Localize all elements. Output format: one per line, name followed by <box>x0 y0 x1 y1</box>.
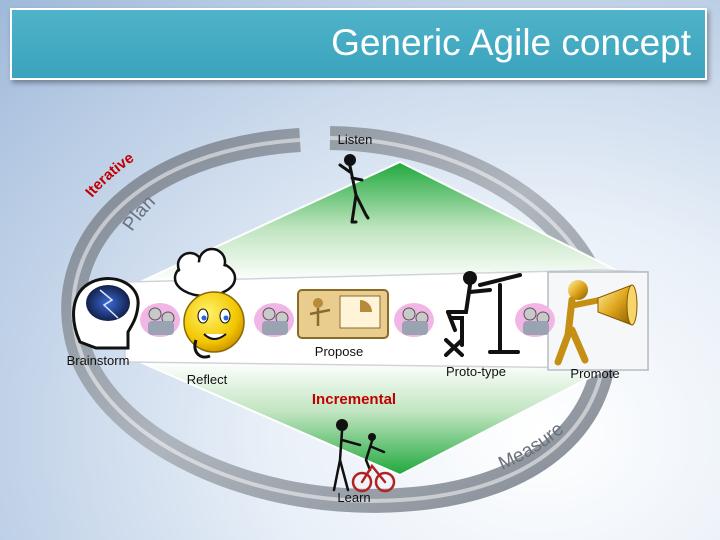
learn-bicycle-icon <box>332 419 396 493</box>
reflect-smiley-icon <box>173 247 245 359</box>
pair-icon <box>140 303 180 337</box>
stage-label-promote: Promote <box>570 366 619 381</box>
stage-label-brainstorm: Brainstorm <box>67 353 130 368</box>
slide-title: Generic Agile concept <box>331 22 691 63</box>
listen-figure-icon <box>338 154 370 224</box>
title-bar: Generic Agile concept <box>10 8 707 80</box>
promote-megaphone-icon <box>554 280 638 366</box>
prototype-drafting-icon <box>444 271 522 357</box>
pair-icon <box>394 303 434 337</box>
brainstorm-head-icon <box>72 277 140 350</box>
pair-icon <box>515 303 555 337</box>
stage-label-reflect: Reflect <box>187 372 228 387</box>
cycle-ring <box>61 126 618 513</box>
incremental-label: Incremental <box>312 391 396 408</box>
stage-label-listen: Listen <box>338 132 373 147</box>
propose-presentation-icon <box>297 289 389 339</box>
pair-icon <box>254 303 294 337</box>
stage-label-prototype: Proto-type <box>446 364 506 379</box>
stage-label-propose: Propose <box>315 344 363 359</box>
stage-label-learn: Learn <box>337 490 370 505</box>
